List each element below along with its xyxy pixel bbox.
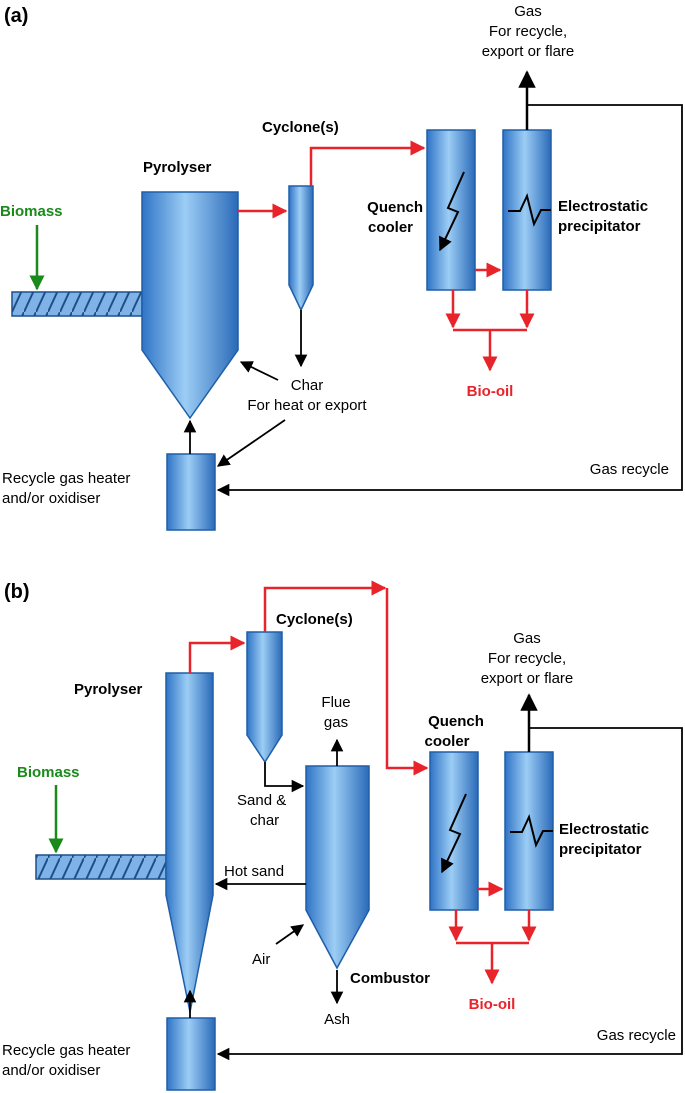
gas-label-line3-a: export or flare — [482, 43, 575, 60]
quench-label-line2-a: cooler — [368, 219, 413, 236]
heater-vessel-b — [166, 1017, 216, 1091]
pyrolyser-label-a: Pyrolyser — [143, 159, 212, 176]
heater-label-line2-b: and/or oxidiser — [2, 1062, 100, 1079]
panel-a: (a) Pyrolyser Biomass Cyc — [0, 3, 683, 531]
panel-a-tag: (a) — [4, 5, 28, 27]
screw-feeder-a — [11, 291, 143, 317]
flue-gas-label-line2-b: gas — [324, 714, 348, 731]
screw-feeder-b — [35, 854, 167, 880]
esp-label-line2-a: precipitator — [558, 218, 641, 235]
ash-label-b: Ash — [324, 1011, 350, 1028]
esp-zigzag-icon-a — [508, 193, 551, 227]
sand-char-label-line1-b: Sand & — [237, 792, 286, 809]
gas-label-line1-b: Gas — [513, 630, 541, 647]
panel-b: (b) Pyro — [2, 580, 683, 1091]
esp-label-line2-b: precipitator — [559, 841, 642, 858]
char-label-line2-a: For heat or export — [247, 397, 367, 414]
quench-label-line1-a: Quench — [367, 199, 423, 216]
quench-label-line2-b: cooler — [424, 733, 469, 750]
gas-label-line2-a: For recycle, — [489, 23, 567, 40]
cyclone-to-quench-flow-a — [309, 140, 426, 186]
pyrolyser-vessel-b — [165, 672, 214, 1013]
heater-label-line2-a: and/or oxidiser — [2, 490, 100, 507]
biomass-label-a: Biomass — [0, 203, 63, 220]
quench-label-line1-b: Quench — [428, 713, 484, 730]
pyrolyser-to-cyclone-flow-b — [188, 635, 246, 673]
air-label-b: Air — [252, 951, 270, 968]
char-to-heater-arrow-a — [216, 419, 286, 467]
bio-oil-label-a: Bio-oil — [467, 383, 514, 400]
sand-char-label-line2-b: char — [250, 812, 279, 829]
combustor-label-b: Combustor — [350, 970, 430, 987]
cyclone-label-a: Cyclone(s) — [262, 119, 339, 136]
combustor-vessel-b — [305, 765, 370, 970]
char-pointer-arrow-a — [239, 361, 279, 381]
gas-label-line1-a: Gas — [514, 3, 542, 20]
gas-recycle-line-a — [216, 104, 683, 497]
bio-oil-label-b: Bio-oil — [469, 996, 516, 1013]
quench-lightning-icon-b — [441, 793, 467, 874]
esp-label-line1-b: Electrostatic — [559, 821, 649, 838]
cyclone-vessel-a — [288, 185, 314, 312]
flue-gas-label-line1-b: Flue — [321, 694, 350, 711]
biomass-label-b: Biomass — [17, 764, 80, 781]
char-label-line1-a: Char — [291, 377, 324, 394]
heater-label-line1-b: Recycle gas heater — [2, 1042, 130, 1059]
gas-recycle-line-b — [216, 727, 683, 1061]
cyclone-top-flow-b — [263, 580, 387, 632]
hot-sand-label-b: Hot sand — [224, 863, 284, 880]
heater-vessel-a — [166, 453, 216, 531]
quench-lightning-icon-a — [439, 171, 465, 252]
pyrolyser-vessel-a — [141, 191, 239, 420]
air-arrow-b — [275, 924, 305, 945]
esp-zigzag-icon-b — [510, 814, 553, 848]
gas-recycle-label-b: Gas recycle — [597, 1027, 676, 1044]
cyclone-to-quench-flow-b — [385, 588, 429, 776]
cyclone-label-b: Cyclone(s) — [276, 611, 353, 628]
gas-label-line2-b: For recycle, — [488, 650, 566, 667]
gas-label-line3-b: export or flare — [481, 670, 574, 687]
esp-label-line1-a: Electrostatic — [558, 198, 648, 215]
cyclone-vessel-b — [246, 631, 283, 764]
gas-recycle-label-a: Gas recycle — [590, 461, 669, 478]
heater-label-line1-a: Recycle gas heater — [2, 470, 130, 487]
panel-b-tag: (b) — [4, 581, 30, 603]
sand-char-arrow-b — [264, 762, 305, 793]
pyrolyser-label-b: Pyrolyser — [74, 681, 143, 698]
